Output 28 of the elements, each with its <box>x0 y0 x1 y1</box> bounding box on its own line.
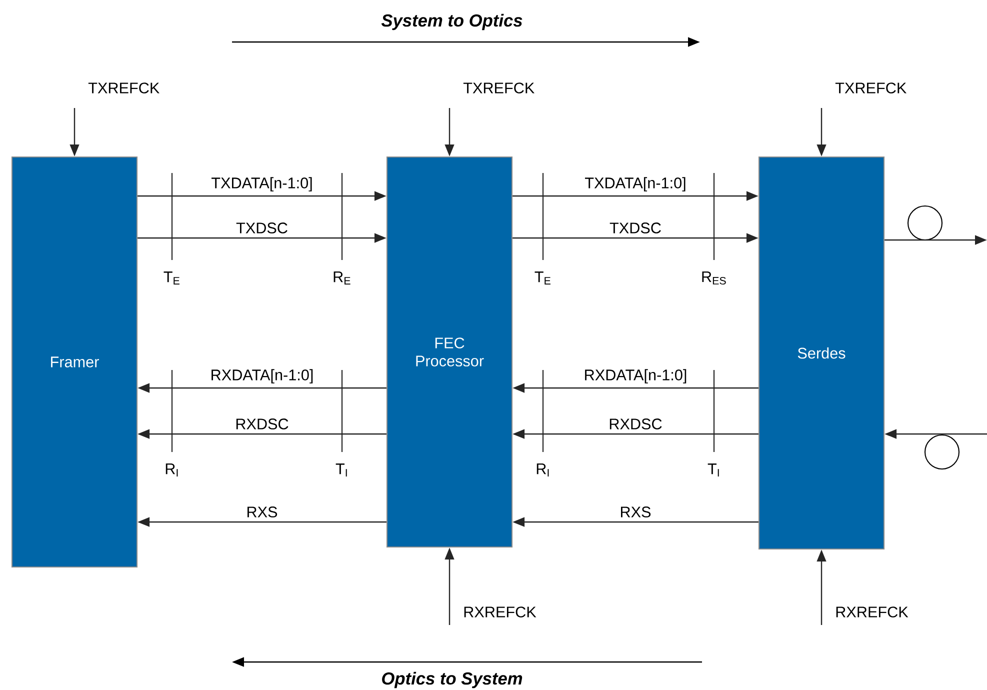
timing-label: T$_{E}$ <box>164 272 180 284</box>
direction-label: Optics to System <box>382 672 522 688</box>
direction-label: System to Optics <box>381 14 522 30</box>
signal-label: TXREFCK <box>835 82 906 94</box>
timing-label: R$_{I}$ <box>166 464 178 476</box>
signal-label: TXREFCK <box>88 82 160 94</box>
signal-label: TXDATA[n-1:0] <box>212 177 312 192</box>
signal-label: RXREFCK <box>836 606 908 618</box>
block-box: Serdes <box>758 156 885 550</box>
timing-label: R$_{I}$ <box>536 464 549 476</box>
signal-label: TXDSC <box>610 222 661 234</box>
signal-label: TXDATA[n-1:0] <box>585 177 686 192</box>
signal-label: RXS <box>621 506 651 518</box>
signal-label: TXREFCK <box>463 82 534 94</box>
signal-label: RXDATA[n-1:0] <box>585 369 686 384</box>
signal-label: RXS <box>248 506 278 518</box>
block-box: Framer <box>11 156 138 568</box>
timing-label: T$_{I}$ <box>708 464 719 476</box>
block-box: FEC Processor <box>386 156 513 548</box>
signal-label: RXDATA[n-1:0] <box>212 369 313 384</box>
signal-label: RXDSC <box>610 418 662 430</box>
signal-label: RXDSC <box>236 418 288 430</box>
signal-label: TXDSC <box>236 222 288 234</box>
timing-label: T$_{E}$ <box>534 272 550 284</box>
signal-label: RXREFCK <box>464 606 536 618</box>
timing-label: R$_{ES}$ <box>702 272 726 285</box>
timing-label: R$_{E}$ <box>334 272 350 284</box>
timing-label: T$_{I}$ <box>336 464 347 476</box>
